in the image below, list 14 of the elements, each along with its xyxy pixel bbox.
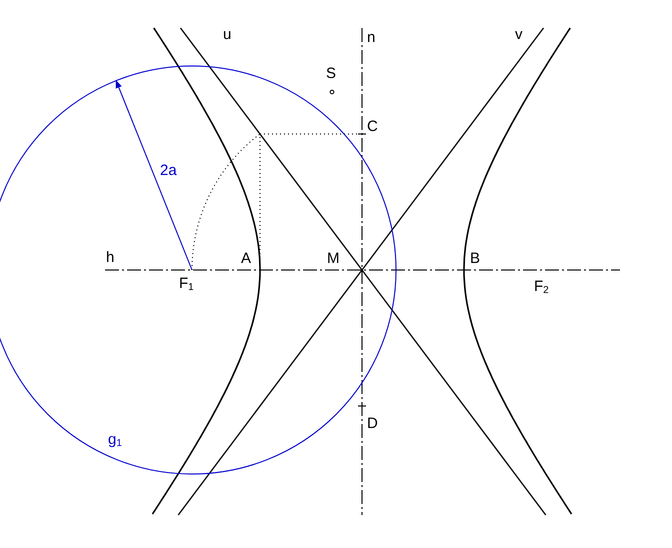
point-label: A [241, 251, 252, 267]
point-label: C [367, 119, 378, 135]
point-label: M [327, 251, 340, 267]
point-label: S [326, 66, 336, 82]
line-label: v [515, 27, 522, 43]
point-label: D [367, 416, 378, 432]
dimension-label: 2a [160, 163, 177, 179]
axis-label: n [367, 30, 376, 46]
axis-label: h [106, 250, 114, 266]
point-label: B [470, 251, 480, 267]
curve-label: g$_{1}$ [108, 432, 122, 451]
point-label: F$_{2}$ [534, 279, 549, 298]
line-label: u [223, 27, 232, 43]
point-label: F$_{1}$ [179, 276, 194, 295]
